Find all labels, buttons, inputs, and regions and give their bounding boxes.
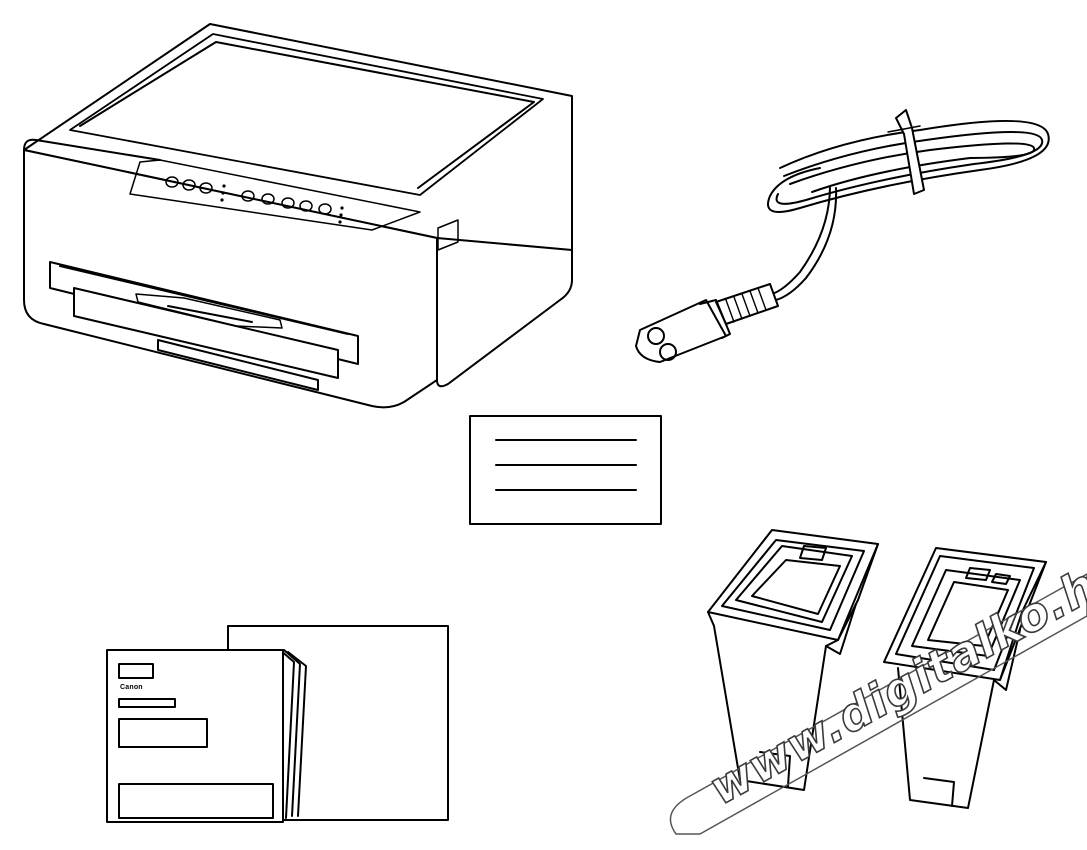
watermark-band — [669, 573, 1087, 835]
ink-cartridges-icon — [707, 529, 1047, 809]
power-cord-icon — [635, 109, 1050, 363]
manual-brand-label: Canon — [120, 684, 143, 691]
info-card-icon — [469, 415, 662, 525]
manuals-icon — [106, 625, 449, 823]
printer-icon — [23, 23, 573, 409]
